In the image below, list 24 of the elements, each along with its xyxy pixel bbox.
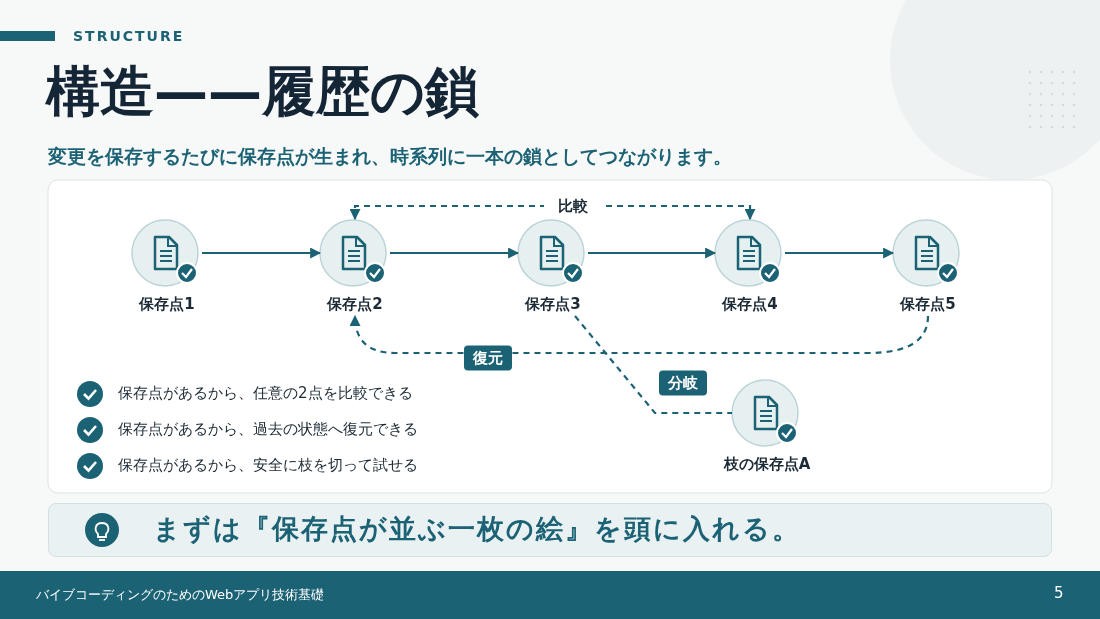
callout-text: まずは『保存点が並ぶ一枚の絵』を頭に入れる。 bbox=[153, 512, 801, 546]
list-item: 保存点があるから、任意の2点を比較できる bbox=[118, 384, 413, 403]
arrow bbox=[785, 247, 895, 259]
page-number: 5 bbox=[1054, 584, 1064, 602]
callout-box bbox=[48, 503, 1052, 557]
arrow bbox=[349, 204, 756, 221]
node-label: 保存点4 bbox=[720, 295, 779, 314]
section-label: STRUCTURE bbox=[73, 28, 185, 44]
node-label: 保存点1 bbox=[137, 295, 196, 314]
node-label: 保存点2 bbox=[325, 295, 384, 314]
node-label: 保存点5 bbox=[898, 295, 957, 314]
subtitle: 変更を保存するたびに保存点が生まれ、時系列に一本の鎖としてつながります。 bbox=[48, 144, 732, 169]
arrow bbox=[588, 247, 717, 259]
edge-label: 分岐 bbox=[659, 370, 707, 396]
node-label: 保存点3 bbox=[523, 295, 582, 314]
arrow bbox=[202, 247, 322, 259]
footer-text: バイブコーディングのためのWebアプリ技術基礎 bbox=[36, 586, 325, 604]
list-item: 保存点があるから、過去の状態へ復元できる bbox=[118, 420, 418, 439]
edge-label: 復元 bbox=[464, 345, 512, 371]
title: 構造——履歴の鎖 bbox=[46, 59, 479, 125]
arrow bbox=[349, 314, 930, 355]
node-label: 枝の保存点A bbox=[722, 455, 812, 474]
list-item: 保存点があるから、安全に枝を切って試せる bbox=[118, 456, 418, 475]
arrow bbox=[390, 247, 520, 259]
